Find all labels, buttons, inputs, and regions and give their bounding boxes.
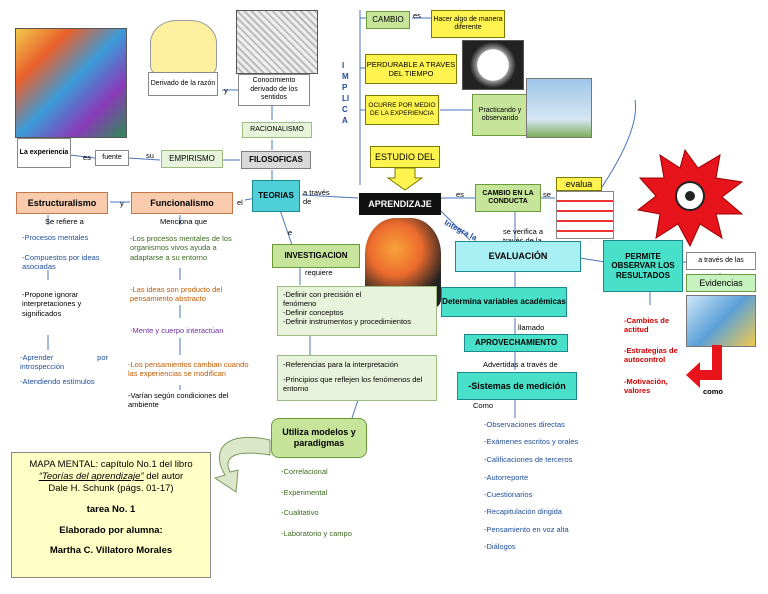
se-label: se	[543, 190, 551, 199]
llamado-label: llamado	[518, 323, 545, 332]
funcionalismo-box: Funcionalismo	[131, 192, 233, 214]
func-item-1: -Los procesos mentales de los organismos…	[130, 234, 232, 262]
racionalismo-box: RACIONALISMO	[242, 122, 312, 138]
investigacion-box-2: -Referencias para la interpretación -Pri…	[277, 355, 437, 401]
y-connector-label: y	[224, 86, 228, 95]
es-label-cambio: es	[413, 11, 421, 20]
sistema-item-8: -Diálogos	[484, 542, 516, 551]
result-item-1: -Cambios de actitud	[624, 316, 670, 335]
evaluacion-box: EVALUACIÓN	[455, 241, 581, 272]
permite-observar-box: PERMITE OBSERVAR LOS RESULTADOS	[603, 240, 683, 292]
utiliza-modelos-box: Utiliza modelos y paradigmas	[271, 418, 367, 458]
inv-box1-item-2: -Definir conceptos	[283, 308, 344, 317]
func-item-2: -Las ideas son producto del pensamiento …	[130, 285, 223, 304]
perdurable-box: PERDURABLE A TRAVES DEL TIEMPO	[365, 54, 457, 84]
verifica-label: se verifica a través de la	[503, 227, 544, 245]
su-label: su	[146, 151, 154, 160]
el-label: el	[237, 198, 243, 207]
result-item-3: -Motivación, valores	[624, 377, 668, 396]
info-line-3: Dale H. Schunk (págs. 01-17)	[48, 482, 174, 494]
e-label: e	[288, 228, 293, 237]
inv-box2-item-1: -Referencias para la interpretación	[283, 360, 399, 369]
fuente-box: fuente	[95, 150, 129, 166]
cambio-box: CAMBIO	[366, 11, 410, 29]
a-traves-de-label: a través de	[303, 188, 330, 207]
conocimiento-box: Conocimiento derivado de los sentidos	[238, 74, 310, 106]
se-refiere-label: Se refiere a	[45, 217, 84, 226]
inv-box2-item-2: -Principios que reflejen los fenómenos d…	[283, 375, 423, 393]
es-label-center: es	[456, 190, 464, 199]
func-item-3: -Mente y cuerpo interactúan	[130, 326, 224, 335]
practicando-box: Practicando y observando	[472, 94, 528, 136]
devices-image	[686, 295, 756, 347]
info-line-1: MAPA MENTAL: capítulo No.1 del libro	[29, 459, 193, 470]
info-autor: Martha C. Villatoro Morales	[49, 545, 173, 557]
modelo-item-3: -Cualitativo	[281, 508, 319, 517]
como-label-sistemas: Como	[473, 401, 494, 410]
sistema-item-3: -Calificaciones de terceros	[484, 455, 573, 464]
implica-label: IMPLICA	[342, 61, 350, 125]
investigacion-box-1: -Definir con precisión el fenómeno -Defi…	[277, 286, 437, 336]
modelo-item-2: -Experimental	[281, 488, 328, 497]
book-title: “Teorías del aprendizaje”	[38, 470, 144, 482]
clock-image	[462, 40, 524, 90]
aprendizaje-box: APRENDIZAJE	[359, 193, 441, 215]
sistema-item-7: -Pensamiento en voz alta	[484, 525, 569, 534]
es-label-left: es	[83, 153, 91, 162]
cambio-conducta-box: CAMBIO EN LA CONDUCTA	[475, 184, 541, 212]
aprovechamiento-box: APROVECHAMIENTO	[464, 334, 568, 352]
investigacion-box: INVESTIGACION	[272, 244, 360, 268]
ocurre-box: OCURRE POR MEDIO DE LA EXPERIENCIA	[365, 95, 439, 125]
como-label-result: como	[703, 387, 724, 396]
func-item-5: -Varían según condiciones del ambiente	[128, 391, 229, 410]
sistema-item-1: -Observaciones directas	[484, 420, 565, 429]
modelo-item-1: -Correlacional	[281, 467, 328, 476]
estr-item-4: -Aprender por introspección	[20, 353, 108, 372]
filosoficas-box: FILOSOFICAS	[241, 151, 311, 169]
info-elaborado: Elaborado por alumna:	[59, 524, 163, 536]
func-item-4: -Los pensamientos cambian cuando las exp…	[128, 360, 249, 379]
inv-box1-item-3: -Definir instrumentos y procedimientos	[283, 317, 411, 326]
experiencia-box: La experiencia	[17, 138, 71, 168]
estr-item-3: -Propone ignorar interpretaciones y sign…	[22, 290, 82, 318]
info-box: MAPA MENTAL: capítulo No.1 del libro “Te…	[11, 452, 211, 578]
checklist-image	[556, 191, 614, 239]
determina-box: Determina variables académicas	[441, 287, 567, 317]
sistema-item-6: -Recapitulación dirigida	[484, 507, 562, 516]
y-label-estr: y	[120, 199, 124, 208]
info-tarea: tarea No. 1	[86, 503, 136, 515]
karate-image	[526, 78, 592, 138]
menciona-label: Menciona que	[160, 217, 208, 226]
sistema-item-5: -Cuestionarios	[484, 490, 533, 499]
sketch-image	[236, 10, 318, 74]
advertidas-label: Advertidas a través de	[483, 360, 558, 369]
derivado-razon-box: Derivado de la razón	[148, 72, 218, 96]
estr-item-5: -Atendiendo estímulos	[20, 377, 95, 386]
requiere-label: requiere	[305, 268, 333, 277]
info-line-2: “Teorías del aprendizaje” del autor	[12, 471, 210, 483]
cartoon-head-image	[150, 20, 217, 77]
inv-box1-item-1: -Definir con precisión el fenómeno	[283, 290, 362, 308]
estructuralismo-box: Estructuralismo	[16, 192, 108, 214]
info-line-2-rest: del autor	[143, 470, 184, 482]
modelo-item-4: -Laboratorio y campo	[281, 529, 352, 538]
estr-item-2: -Compuestos por ideas asociadas	[22, 253, 100, 272]
sistema-item-4: -Autorreporte	[484, 473, 529, 482]
teorias-box: TEORIAS	[252, 180, 300, 212]
evidencias-box: Evidencias	[686, 274, 756, 292]
evalua-box: evalua	[556, 177, 602, 191]
estudio-del-box: ESTUDIO DEL	[370, 146, 440, 168]
hacer-algo-box: Hacer algo de manera diferente	[431, 10, 505, 38]
empirismo-box: EMPIRISMO	[161, 150, 223, 168]
collage-image	[15, 28, 127, 138]
a-traves-las-box: a través de las	[686, 252, 756, 270]
sistemas-box: -Sistemas de medición	[457, 372, 577, 400]
sistema-item-2: -Exámenes escritos y orales	[484, 437, 579, 446]
result-item-2: -Estrategias de autocontrol	[624, 346, 678, 365]
estr-item-1: -Procesos mentales	[22, 233, 89, 242]
